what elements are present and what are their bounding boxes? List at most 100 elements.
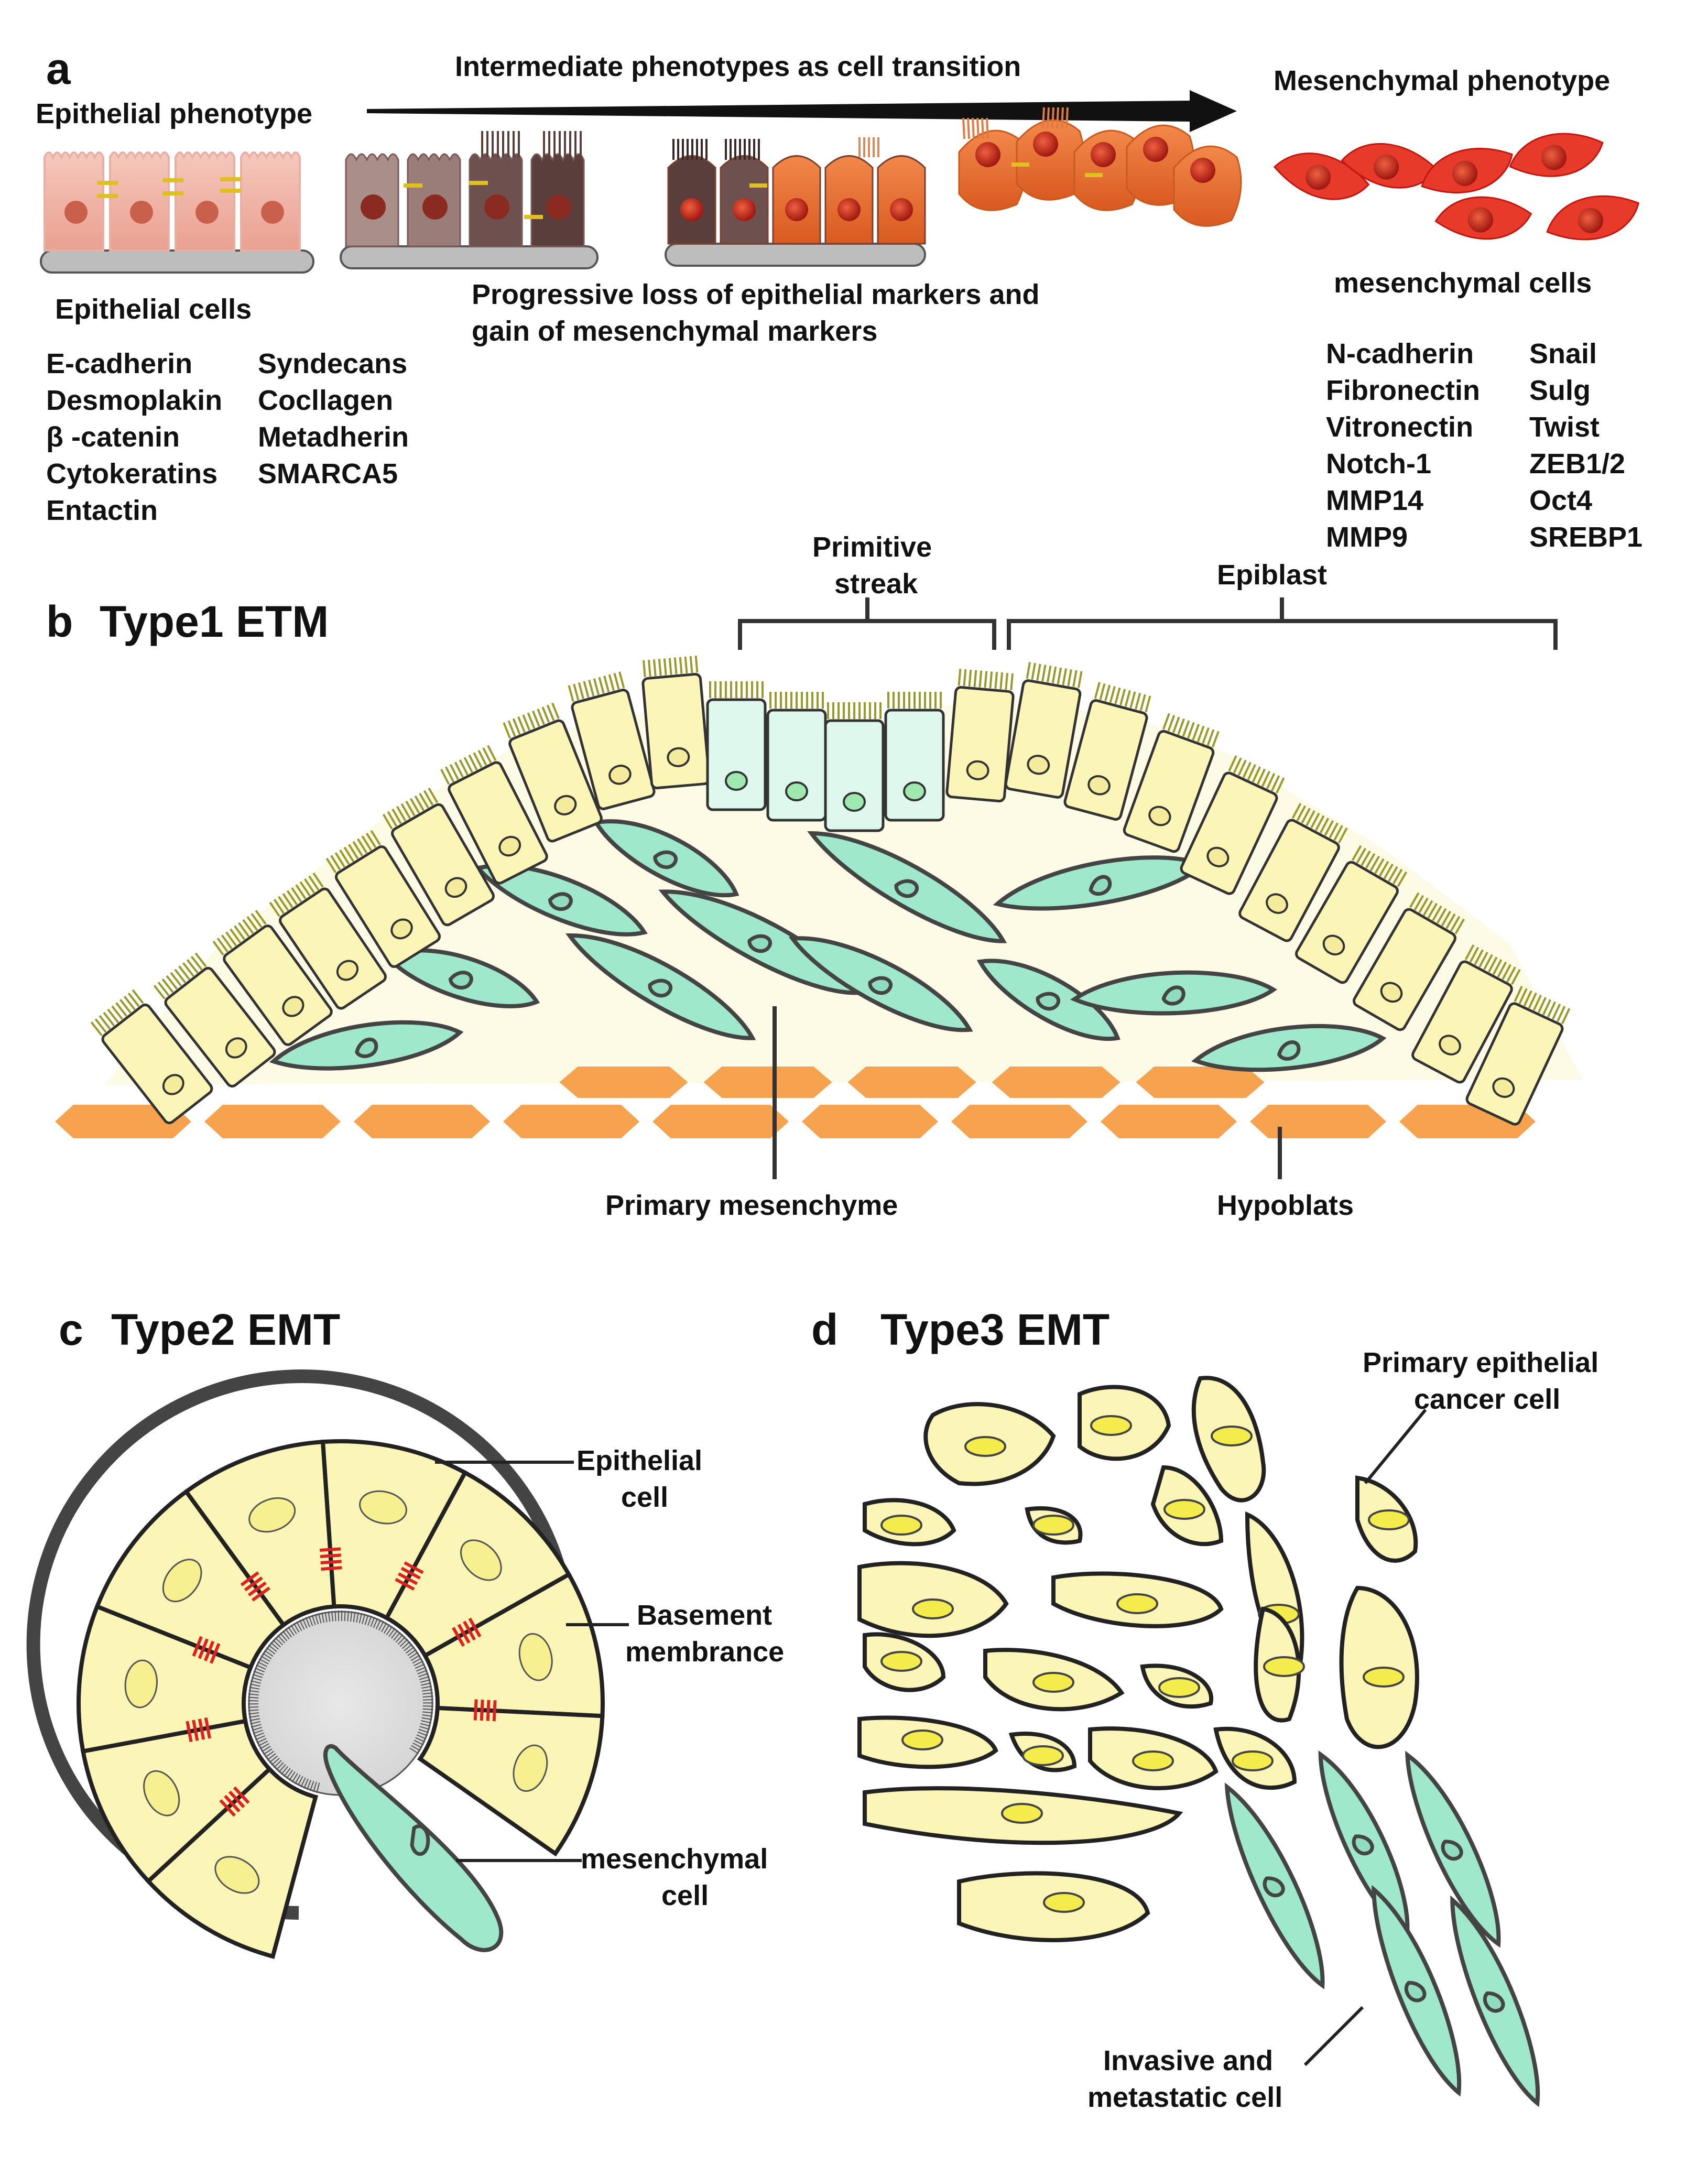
- nucleus: [913, 1600, 953, 1618]
- junction: [162, 191, 183, 195]
- marker-item: Vitronectin: [1326, 411, 1473, 443]
- marker-item: Fibronectin: [1326, 375, 1480, 406]
- cilium: [675, 658, 677, 674]
- cilium: [1011, 673, 1013, 690]
- cilium: [1136, 693, 1140, 710]
- nucleus: [484, 194, 509, 220]
- intermediate-cells-2: [666, 137, 925, 266]
- nucleus: [1190, 158, 1215, 183]
- cilium: [1037, 664, 1040, 681]
- cilium: [528, 713, 535, 728]
- cilium: [594, 679, 599, 695]
- cilium: [1126, 690, 1130, 706]
- cilium: [995, 672, 997, 689]
- microvillus: [1057, 107, 1058, 128]
- marker-item: Twist: [1529, 411, 1600, 443]
- epiblast-cell: [641, 656, 710, 789]
- cilium: [959, 669, 961, 686]
- nucleus: [1212, 1427, 1252, 1445]
- invasive-line1: Invasive and: [1103, 2045, 1273, 2076]
- microvillus: [968, 118, 969, 139]
- epithelial-cells-label: Epithelial cells: [55, 293, 252, 325]
- cilium: [518, 717, 525, 733]
- junction: [162, 178, 183, 182]
- junction: [97, 194, 118, 198]
- junction: [469, 181, 488, 185]
- invasive-cell: [1212, 1778, 1339, 1994]
- cilium: [504, 723, 510, 738]
- transition-label: Intermediate phenotypes as cell transiti…: [455, 51, 1021, 82]
- junction: [404, 183, 422, 188]
- nucleus: [195, 201, 219, 224]
- cilium: [1006, 673, 1007, 690]
- primary-mesenchyme-label: Primary mesenchyme: [605, 1190, 898, 1221]
- nucleus: [1033, 1673, 1073, 1692]
- cilium: [1000, 672, 1002, 689]
- cilium: [974, 670, 976, 687]
- cilium: [1105, 685, 1109, 701]
- marker-item: Metadherin: [258, 421, 409, 453]
- cilium: [1213, 732, 1219, 747]
- cilium: [604, 676, 608, 692]
- nucleus: [733, 198, 756, 221]
- nucleus: [837, 198, 861, 221]
- hypoblast-cell: [992, 1067, 1120, 1098]
- cilium: [980, 671, 981, 688]
- microvillus: [1052, 107, 1053, 128]
- cilium: [680, 657, 682, 674]
- tight-junction: [320, 1555, 341, 1557]
- nucleus: [882, 1516, 921, 1535]
- cilium: [1027, 662, 1030, 679]
- cilium: [644, 660, 645, 677]
- cilium: [523, 715, 529, 731]
- panel-b: b Type1 ETM Primitive streak Epiblast Pr…: [46, 531, 1583, 1221]
- marker-item: Sulg: [1529, 375, 1591, 406]
- cilium: [548, 705, 554, 721]
- hypoblast-cell: [652, 1105, 789, 1138]
- panel-b-title: Type1 ETM: [100, 597, 329, 646]
- junction: [524, 215, 543, 219]
- junction: [749, 183, 767, 188]
- cilium: [649, 660, 650, 677]
- cilium: [1168, 715, 1174, 731]
- microvillus: [987, 118, 988, 139]
- marker-item: Notch-1: [1326, 448, 1431, 480]
- cilium: [1048, 666, 1051, 682]
- hypoblast-cell: [204, 1105, 341, 1138]
- primary-cancer-line1: Primary epithelial: [1363, 1347, 1598, 1378]
- panel-c: c Type2 EMT Epithelial cell Basement mem…: [34, 1305, 785, 1956]
- marker-item: SMARCA5: [258, 458, 398, 489]
- cilium: [610, 674, 614, 691]
- microvillus: [963, 118, 964, 139]
- panel-c-title: Type2 EMT: [111, 1305, 340, 1354]
- hypoblast-cell: [1101, 1105, 1237, 1138]
- nucleus: [261, 201, 284, 224]
- microvillus: [1062, 107, 1063, 128]
- panel-d-letter: d: [811, 1305, 838, 1354]
- junction: [1085, 173, 1103, 177]
- nucleus: [1264, 1657, 1304, 1676]
- cilium: [686, 657, 687, 673]
- cilium: [1141, 694, 1145, 711]
- marker-item: MMP14: [1326, 485, 1423, 516]
- cilium: [665, 658, 666, 675]
- cilium: [619, 672, 624, 688]
- marker-item: Oct4: [1529, 485, 1592, 516]
- invasive-line2: metastatic cell: [1087, 2082, 1282, 2113]
- nucleus: [680, 198, 703, 221]
- panel-b-letter: b: [46, 597, 73, 646]
- mesenchymal-red-cell: [1508, 130, 1605, 180]
- invasive-cell: [1306, 1746, 1424, 1942]
- cilium: [1079, 671, 1082, 688]
- marker-item: Syndecans: [258, 348, 407, 379]
- nucleus: [667, 747, 690, 767]
- panel-d-title: Type3 EMT: [880, 1305, 1109, 1354]
- mesenchymal-cells-label: mesenchymal cells: [1334, 267, 1592, 299]
- cilium: [1058, 668, 1061, 684]
- cell-body: [768, 710, 825, 820]
- primitive-streak-bracket: [740, 597, 994, 650]
